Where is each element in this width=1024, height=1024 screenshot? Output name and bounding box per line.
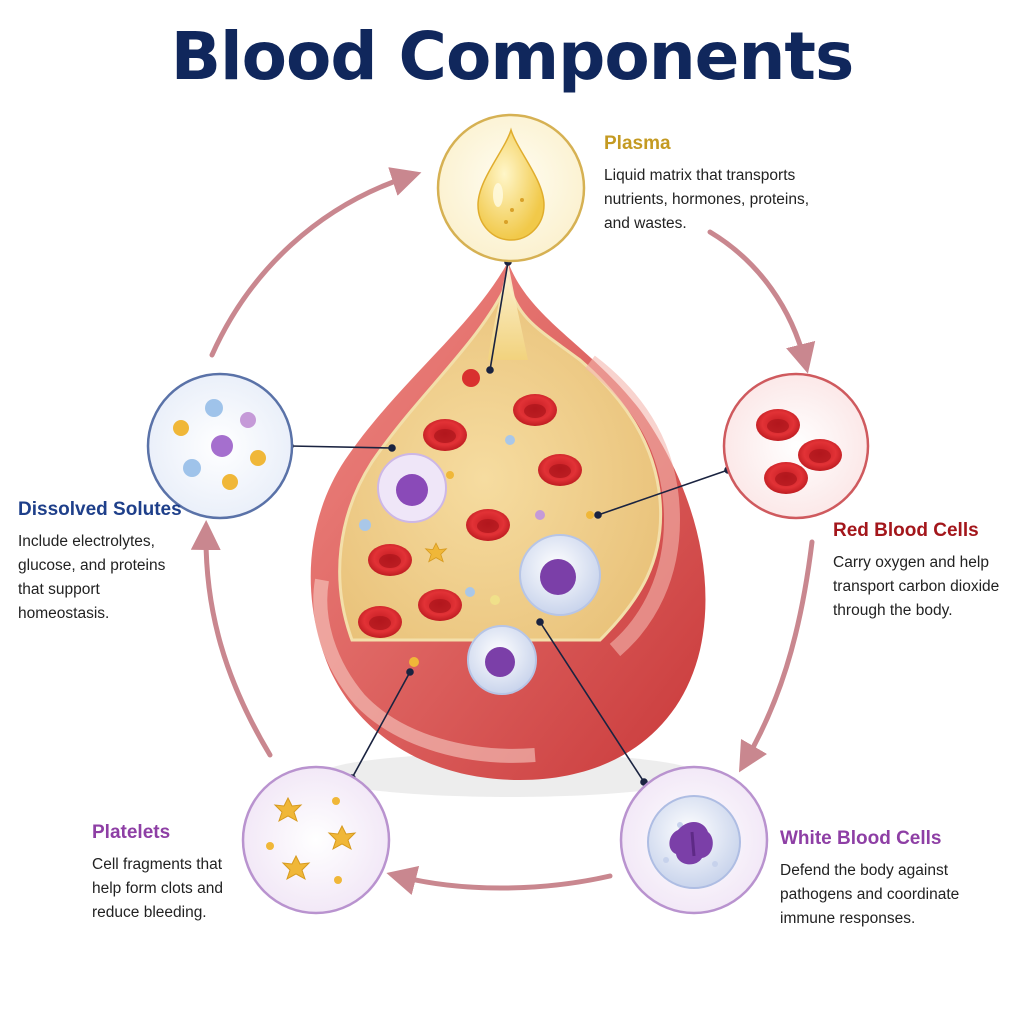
white-blood-cells-label: White Blood Cells Defend the body agains…: [780, 827, 1010, 931]
platelets-icon: [241, 765, 391, 915]
white-blood-cell-icon: [619, 765, 769, 915]
dissolved-solutes-title: Dissolved Solutes: [18, 499, 182, 520]
white-blood-cells-description: Defend the body against pathogens and co…: [780, 862, 960, 927]
plasma-description: Liquid matrix that transports nutrients,…: [604, 167, 810, 232]
arrow-solutes-to-plasma: [209, 167, 422, 358]
arrow-platelets-to-solutes: [190, 520, 273, 758]
arrow-rbc-to-wbc: [738, 539, 815, 773]
solute-molecules-icon: [146, 372, 294, 520]
red-blood-cells-title: Red Blood Cells: [833, 520, 979, 541]
red-blood-cells-label: Red Blood Cells Carry oxygen and help tr…: [833, 519, 1023, 623]
dissolved-solutes-label: Dissolved Solutes Include electrolytes, …: [18, 498, 218, 626]
blood-vessel-illustration: [310, 262, 706, 797]
platelets-description: Cell fragments that help form clots and …: [92, 856, 223, 921]
red-blood-cells-icon: [722, 372, 870, 520]
page-title: Blood Components: [170, 18, 855, 95]
plasma-label: Plasma Liquid matrix that transports nut…: [604, 132, 864, 236]
cycle-arrows: [190, 167, 816, 896]
dissolved-solutes-description: Include electrolytes, glucose, and prote…: [18, 533, 166, 622]
arrow-wbc-to-platelets: [386, 865, 613, 896]
red-blood-cells-description: Carry oxygen and help transport carbon d…: [833, 554, 1000, 619]
arrow-plasma-to-rbc: [707, 229, 816, 374]
platelets-label: Platelets Cell fragments that help form …: [92, 821, 292, 925]
plasma-title: Plasma: [604, 133, 671, 154]
platelets-title: Platelets: [92, 822, 171, 843]
plasma-droplet-icon: [436, 113, 586, 263]
white-blood-cells-title: White Blood Cells: [780, 828, 942, 849]
